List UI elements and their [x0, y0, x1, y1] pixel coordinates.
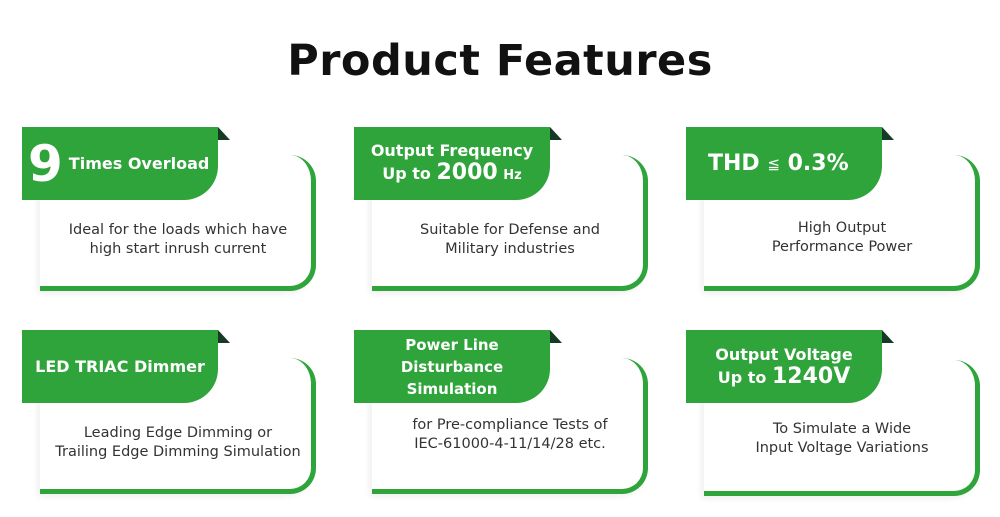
tab-fold	[550, 127, 562, 140]
feature-card-frequency: Output Frequency Up to 2000 Hz Suitable …	[354, 127, 654, 297]
card-tab: THD ≦ 0.3%	[686, 127, 882, 200]
card-tab: Output Voltage Up to 1240V	[686, 330, 882, 403]
card-heading: LED TRIAC Dimmer	[35, 356, 205, 376]
feature-card-voltage: Output Voltage Up to 1240V To Simulate a…	[686, 330, 986, 500]
feature-card-dimmer: LED TRIAC Dimmer Leading Edge Dimming or…	[22, 330, 322, 500]
card-tab: LED TRIAC Dimmer	[22, 330, 218, 403]
overload-number: 9	[28, 134, 63, 193]
tab-fold	[882, 127, 894, 140]
card-heading: Output Frequency	[370, 141, 534, 160]
card-heading: Times Overload	[68, 153, 210, 173]
page-title: Product Features	[287, 36, 713, 86]
tab-fold	[882, 330, 894, 343]
card-tab: Output Frequency Up to 2000 Hz	[354, 127, 550, 200]
tab-fold	[550, 330, 562, 343]
feature-card-overload: 9 Times Overload Ideal for the loads whi…	[22, 127, 322, 297]
tab-fold	[218, 127, 230, 140]
card-tab: 9 Times Overload	[22, 127, 218, 200]
tab-fold	[218, 330, 230, 343]
